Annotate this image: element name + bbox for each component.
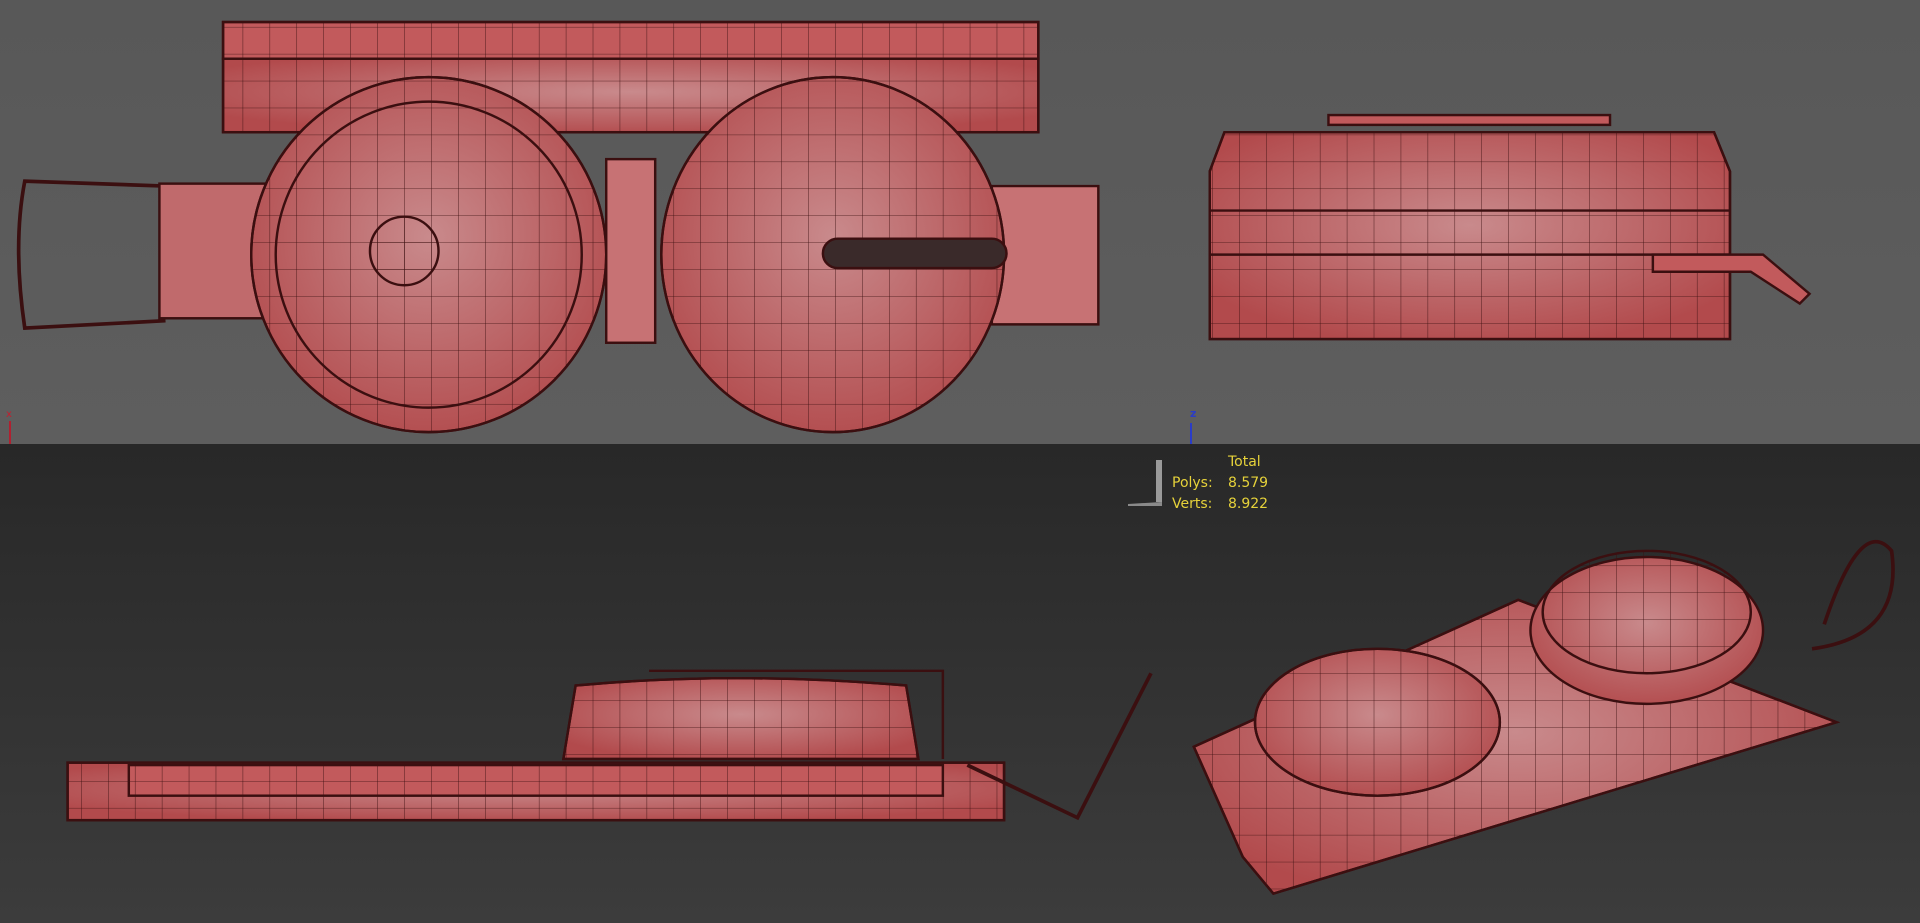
stats-row-verts: Verts: 8.922 [1172, 494, 1268, 515]
compass-front-view [1208, 113, 1812, 341]
statistics-overlay: Total Polys: 8.579 Verts: 8.922 [1172, 452, 1268, 515]
compass-side-view [66, 669, 1153, 822]
stats-value: 8.922 [1228, 496, 1269, 512]
compass-perspective-view [1192, 539, 1895, 896]
x-axis-label: x [6, 409, 12, 420]
stats-header: Total [1228, 454, 1261, 470]
stats-label: Polys: [1172, 475, 1213, 491]
z-axis-label: z [1190, 407, 1197, 420]
stats-label: Verts: [1172, 496, 1213, 512]
compass-top-view [16, 20, 1100, 434]
x-axis-line [9, 421, 11, 444]
stats-row-polys: Polys: 8.579 [1172, 473, 1268, 494]
axis-gizmo-icon [1128, 460, 1162, 506]
z-axis-line [1190, 423, 1192, 444]
stats-value: 8.579 [1228, 475, 1269, 491]
